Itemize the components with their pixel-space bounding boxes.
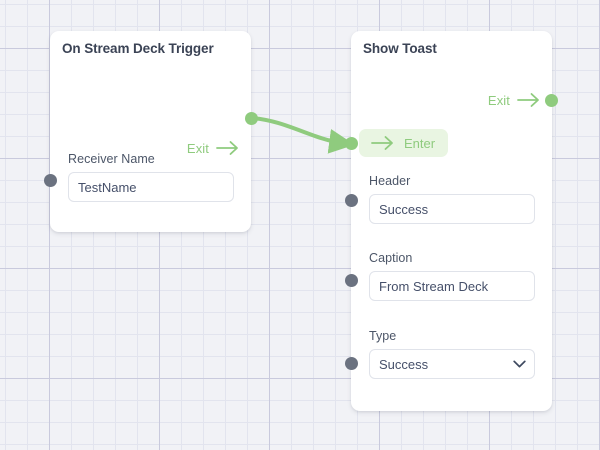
port-input-receiver-name[interactable]: [44, 174, 57, 187]
connection-edge-exit-to-enter[interactable]: [249, 116, 355, 154]
node-title: Show Toast: [363, 41, 437, 56]
exit-port-row[interactable]: Exit: [187, 140, 241, 156]
type-select[interactable]: [369, 349, 535, 379]
field-type: Type: [369, 329, 535, 379]
field-receiver-name: Receiver Name: [68, 152, 234, 202]
arrow-right-icon: [371, 136, 393, 150]
field-label: Header: [369, 174, 411, 188]
field-label: Receiver Name: [68, 152, 155, 166]
exit-label: Exit: [186, 140, 209, 156]
port-input-caption[interactable]: [345, 274, 358, 287]
field-label: Caption: [369, 251, 413, 265]
header-input[interactable]: [369, 194, 535, 224]
port-input-type[interactable]: [345, 357, 358, 370]
port-input-header[interactable]: [345, 194, 358, 207]
port-output-exit-toast[interactable]: [545, 94, 558, 107]
exit-port-row[interactable]: Exit: [488, 92, 542, 108]
field-caption: Caption: [369, 251, 535, 301]
field-label: Type: [369, 329, 397, 343]
enter-label: Enter: [404, 135, 436, 151]
node-on-stream-deck-trigger[interactable]: On Stream Deck Trigger Exit Receiver Nam…: [50, 31, 251, 232]
port-input-enter-toast[interactable]: [345, 137, 358, 150]
node-show-toast[interactable]: Show Toast Exit Enter Header Caption Typ…: [351, 31, 552, 411]
exit-label: Exit: [487, 92, 510, 108]
caption-input[interactable]: [369, 271, 535, 301]
field-header: Header: [369, 174, 535, 224]
arrow-right-icon: [517, 93, 539, 107]
arrow-right-icon: [216, 141, 238, 155]
type-select-wrapper[interactable]: [369, 349, 535, 379]
enter-port-badge[interactable]: Enter: [359, 129, 449, 157]
receiver-name-input[interactable]: [68, 172, 234, 202]
port-output-exit-trigger[interactable]: [245, 112, 258, 125]
node-title: On Stream Deck Trigger: [62, 41, 214, 56]
